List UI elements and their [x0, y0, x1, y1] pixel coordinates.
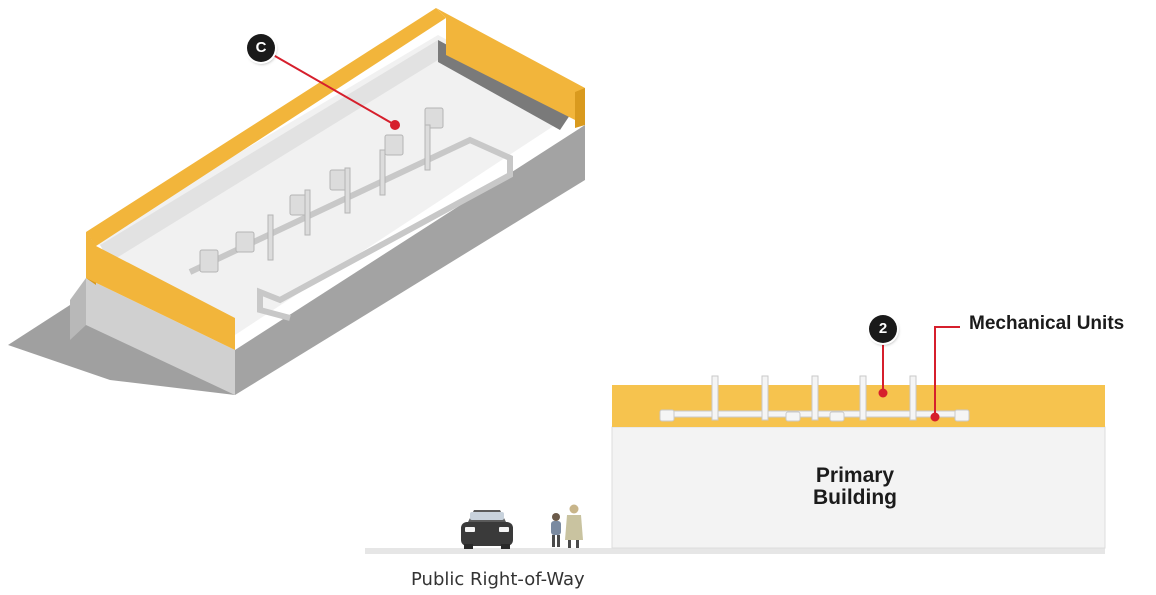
iso-post-5 — [424, 124, 431, 171]
section-post-1 — [711, 375, 719, 421]
pedestrians-icon — [551, 504, 583, 548]
parapet-right-face — [575, 88, 585, 128]
section-parapet-band — [612, 385, 1105, 427]
section-unit-3 — [829, 411, 845, 422]
section-post-5 — [909, 375, 917, 421]
leader-dot-mechanical — [930, 412, 940, 422]
leader-line-c — [267, 51, 396, 126]
iso-unit-2 — [235, 231, 255, 253]
primary-building-line2: Building — [813, 486, 897, 509]
iso-post-3 — [344, 167, 351, 214]
ground-shadow — [8, 305, 235, 395]
parapet-back-inner — [100, 40, 438, 262]
iso-post-4 — [379, 149, 386, 196]
section-unit-1 — [659, 409, 675, 422]
iso-pipe — [188, 136, 513, 321]
iso-post-2 — [304, 189, 311, 236]
callout-badge-2: 2 — [869, 315, 897, 343]
section-post-4 — [859, 375, 867, 421]
leader-dot-2 — [878, 388, 888, 398]
car-icon — [461, 510, 513, 549]
building-wall-left — [86, 278, 235, 395]
primary-building-label: Primary Building — [760, 465, 950, 509]
leader-line-mechanical — [934, 326, 960, 417]
building-wall-left-lower — [70, 278, 86, 340]
section-unit-4 — [954, 409, 970, 422]
parapet-back — [86, 8, 446, 246]
section-post-3 — [811, 375, 819, 421]
iso-unit-5 — [384, 134, 404, 156]
iso-unit-6 — [424, 107, 444, 129]
building-wall-right — [235, 125, 585, 395]
public-right-of-way-label: Public Right-of-Way — [411, 569, 585, 590]
iso-unit-1 — [199, 249, 219, 273]
section-post-2 — [761, 375, 769, 421]
parapet-right — [436, 8, 585, 125]
primary-building-body — [611, 426, 1106, 549]
leader-dot-c — [390, 120, 400, 130]
iso-equipment — [188, 107, 513, 321]
ground-line — [365, 548, 1105, 554]
section-unit-2 — [785, 411, 801, 422]
callout-badge-c: C — [247, 34, 275, 62]
section-building — [365, 326, 1106, 554]
primary-building-line1: Primary — [815, 464, 895, 487]
isometric-building — [8, 8, 585, 395]
parapet-left — [86, 232, 235, 350]
mechanical-units-label: Mechanical Units — [969, 313, 1125, 334]
section-equipment — [659, 375, 970, 422]
iso-post-1 — [267, 214, 274, 261]
